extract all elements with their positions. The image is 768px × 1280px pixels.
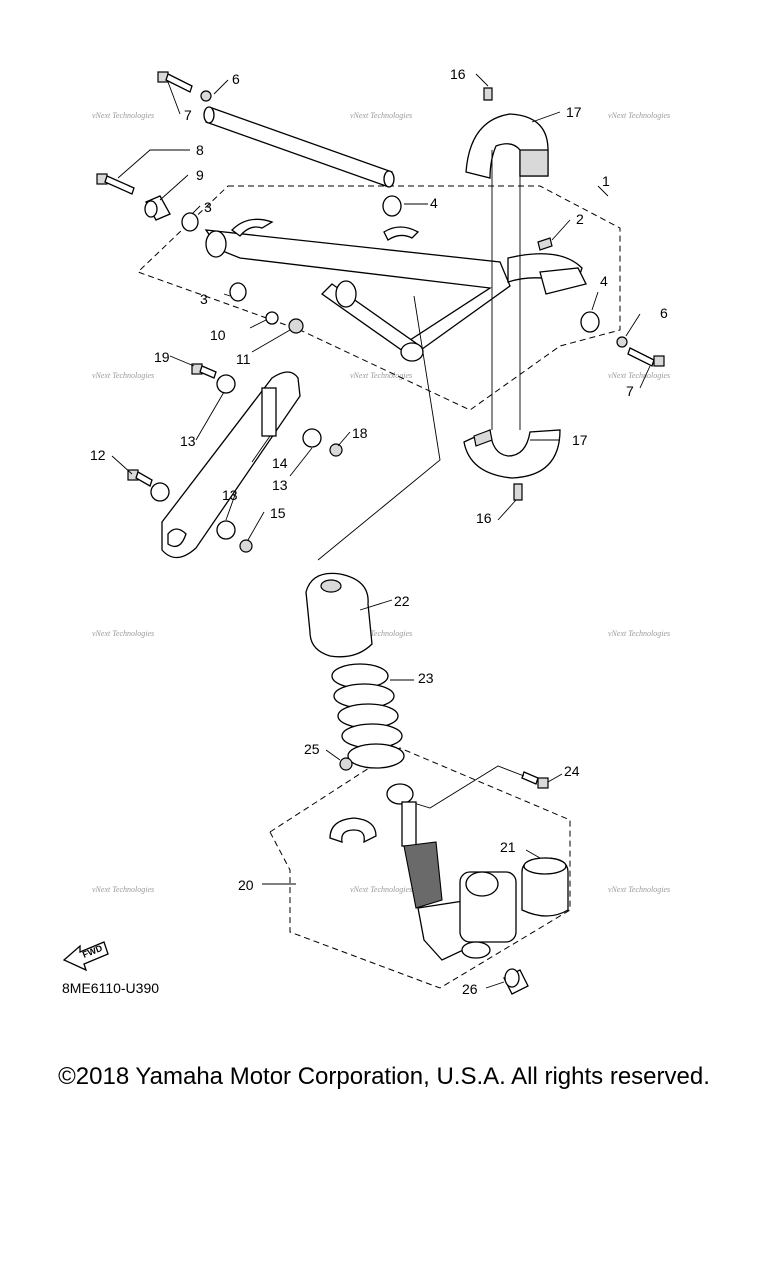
watermark: vNext Technologies	[92, 371, 154, 380]
callout-11: 11	[236, 351, 251, 367]
watermark: vNext Technologies	[350, 371, 412, 380]
slider-cover-17-upper	[465, 113, 549, 179]
watermark: vNext Technologies	[350, 111, 412, 120]
callout-7: 7	[626, 383, 634, 399]
watermark: vNext Technologies	[608, 371, 670, 380]
connect-line	[403, 765, 525, 809]
bolt-24	[521, 771, 549, 789]
watermark: vNext Technologies	[608, 885, 670, 894]
callout-15: 15	[270, 505, 286, 521]
watermark: vNext Technologies	[350, 885, 412, 894]
callout-21: 21	[500, 839, 516, 855]
bolt-2	[537, 237, 553, 251]
watermark: vNext Technologies	[608, 629, 670, 638]
washer-10	[265, 311, 279, 325]
washer-13-d	[150, 482, 170, 502]
diagram-code: 8ME6110-U390	[62, 980, 159, 996]
callout-9: 9	[196, 167, 204, 183]
bushing-4-upper	[382, 195, 402, 217]
screw-16-lower	[513, 483, 523, 501]
label-21	[521, 857, 569, 917]
watermark: vNext Technologies	[608, 111, 670, 120]
link-14	[161, 371, 301, 559]
fwd-arrow: FWD	[62, 941, 109, 972]
collar-9	[144, 195, 171, 221]
callout-23: 23	[418, 670, 434, 686]
watermark-group: vNext Technologies vNext Technologies vN…	[92, 111, 670, 894]
callout-17: 17	[566, 104, 582, 120]
bushing-3-upper	[181, 212, 199, 232]
watermark: vNext Technologies	[92, 885, 154, 894]
nut-11	[288, 318, 304, 334]
bolt-19	[191, 363, 217, 379]
callout-4: 4	[600, 273, 608, 289]
nut-15	[239, 539, 253, 553]
washer-13-a	[216, 374, 236, 394]
screw-16-upper	[483, 87, 493, 101]
callouts: 6 7 8 9 3 4 16 17 1 2 4 6 7 3 10 11 19 1…	[90, 66, 668, 997]
callout-16: 16	[476, 510, 492, 526]
nut-25	[339, 757, 353, 771]
pivot-shaft	[203, 106, 395, 188]
callout-26: 26	[462, 981, 478, 997]
callout-10: 10	[210, 327, 226, 343]
collar-26	[503, 968, 529, 995]
callout-4: 4	[430, 195, 438, 211]
snap-ring	[329, 817, 377, 844]
watermark: vNext Technologies	[92, 629, 154, 638]
swingarm-assembly-outline	[137, 185, 621, 411]
bolt-8	[96, 173, 135, 195]
swing-arm	[204, 218, 587, 362]
parts-diagram: vNext Technologies vNext Technologies vN…	[62, 66, 670, 997]
callout-18: 18	[352, 425, 368, 441]
callout-12: 12	[90, 447, 106, 463]
copyright-text: ©2018 Yamaha Motor Corporation, U.S.A. A…	[58, 1063, 710, 1090]
callout-2: 2	[576, 211, 584, 227]
bolt-7-lower	[627, 347, 665, 367]
callout-7: 7	[184, 107, 192, 123]
watermark: vNext Technologies	[350, 629, 412, 638]
connect-line	[317, 295, 441, 561]
callout-25: 25	[304, 741, 320, 757]
bushing-3-lower	[229, 282, 247, 302]
callout-8: 8	[196, 142, 204, 158]
washer-6-lower	[616, 336, 628, 348]
callout-20: 20	[238, 877, 254, 893]
bushing-4-lower	[580, 311, 600, 333]
callout-1: 1	[602, 173, 610, 189]
callout-19: 19	[154, 349, 170, 365]
washer-6-upper	[200, 90, 212, 102]
washer-13-b	[302, 428, 322, 448]
callout-16: 16	[450, 66, 466, 82]
callout-13: 13	[272, 477, 288, 493]
shock-absorber-20	[386, 783, 517, 961]
slider-cover-17-lower	[463, 429, 561, 479]
spring-23	[331, 663, 405, 769]
callout-3: 3	[200, 291, 208, 307]
callout-22: 22	[394, 593, 410, 609]
callout-3: 3	[204, 199, 212, 215]
bump-rubber-22	[305, 572, 373, 658]
callout-24: 24	[564, 763, 580, 779]
callout-13: 13	[180, 433, 196, 449]
washer-13-c	[216, 520, 236, 540]
callout-6: 6	[660, 305, 668, 321]
leader-lines	[111, 73, 651, 989]
watermark: vNext Technologies	[92, 111, 154, 120]
callout-17: 17	[572, 432, 588, 448]
callout-14: 14	[272, 455, 288, 471]
bolt-7-upper	[157, 71, 193, 93]
nut-18	[329, 443, 343, 457]
callout-13: 13	[222, 487, 238, 503]
shock-assembly-outline	[269, 747, 571, 989]
callout-6: 6	[232, 71, 240, 87]
bolt-12	[127, 469, 153, 487]
